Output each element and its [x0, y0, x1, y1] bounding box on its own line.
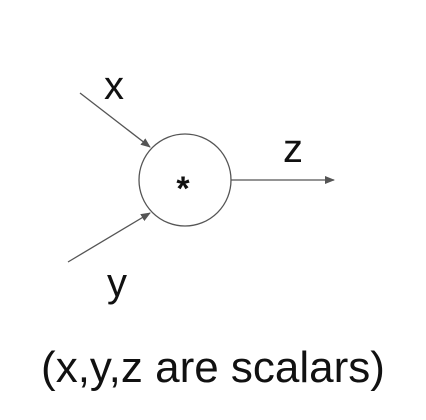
- input-x-label: x: [104, 64, 124, 108]
- diagram-caption: (x,y,z are scalars): [41, 343, 385, 392]
- edge-y-to-multiply: [67, 212, 151, 263]
- multiply-operator-label: *: [176, 170, 190, 208]
- multiply-node: [138, 133, 232, 227]
- edge-x-to-multiply: [79, 92, 151, 148]
- output-z-label: z: [283, 127, 303, 171]
- input-y-label: y: [107, 261, 127, 305]
